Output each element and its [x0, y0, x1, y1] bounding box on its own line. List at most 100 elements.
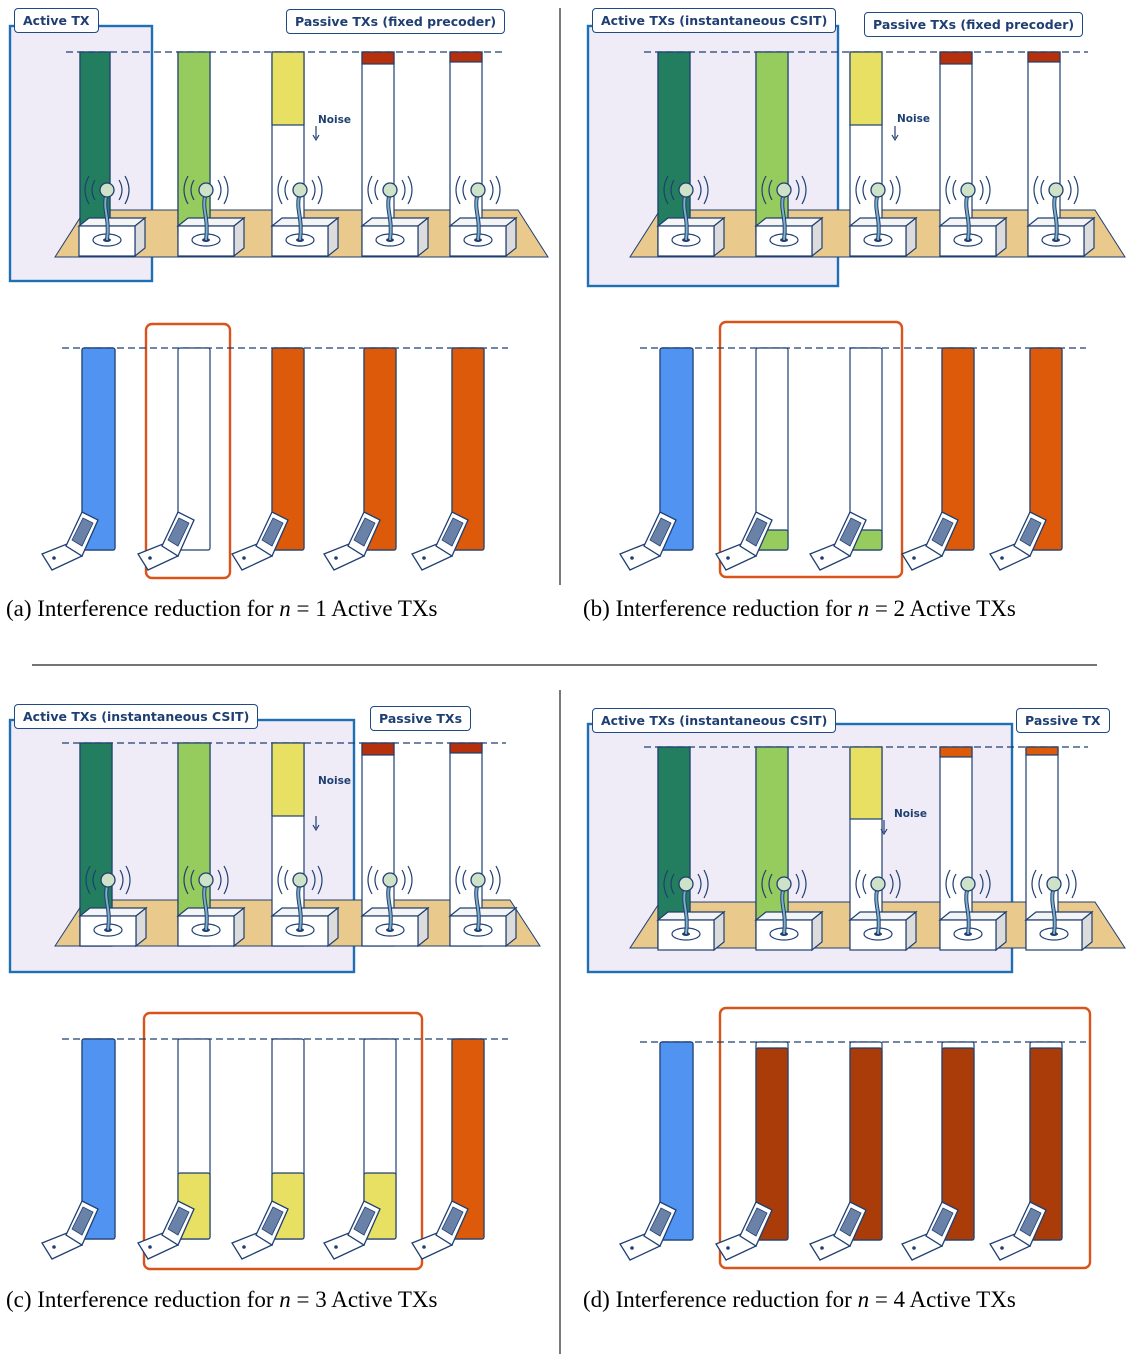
tx-antenna-ball	[776, 876, 792, 892]
tx-column-3	[848, 51, 918, 258]
radio-wave-left-1	[952, 873, 957, 895]
phone-keypad	[441, 517, 464, 547]
radio-wave-left-1	[91, 179, 96, 201]
tx-mast-inner	[387, 195, 392, 241]
tx-antenna-ball	[776, 182, 792, 198]
radio-wave-left-1	[670, 873, 675, 895]
phone-keypad	[745, 517, 768, 547]
passive-tx-label-c: Passive TXs	[370, 706, 472, 731]
tx-power-fill	[361, 742, 395, 756]
radio-wave-left-2	[455, 175, 461, 205]
tx-mast-inner	[781, 195, 786, 241]
tx-box-top	[938, 911, 1008, 921]
tx-antenna-ball	[100, 872, 116, 888]
phone-icon	[231, 1200, 289, 1260]
noise-arrowhead	[312, 824, 320, 832]
tx-box-top	[448, 907, 518, 917]
caption-a-var: n	[279, 596, 291, 621]
radio-wave-left-2	[945, 869, 951, 899]
radio-wave-left-2	[183, 865, 189, 895]
phone-icon	[619, 511, 677, 571]
tx-antenna-ball	[292, 872, 308, 888]
tx-box-top	[270, 907, 340, 917]
phone-icon	[619, 1201, 677, 1261]
phone-button	[1000, 556, 1004, 560]
tx-column-3	[270, 51, 340, 258]
radio-wave-right-2	[223, 865, 229, 895]
tx-antenna-ball	[1048, 182, 1064, 198]
radio-wave-right-2	[407, 175, 413, 205]
radio-wave-right-2	[985, 869, 991, 899]
user-column-5	[989, 1041, 1063, 1261]
tx-mast-inner	[683, 889, 688, 935]
radio-wave-left-1	[462, 179, 467, 201]
phone-keypad	[167, 1206, 190, 1236]
user-column-2	[137, 347, 211, 571]
tx-antenna-ball	[1046, 876, 1062, 892]
phone-keypad	[71, 1206, 94, 1236]
radio-wave-right-2	[223, 175, 229, 205]
caption-b-prefix: (b) Interference reduction for	[583, 596, 858, 621]
tx-box-top	[77, 217, 147, 227]
phone-keypad	[167, 517, 190, 547]
phone-keypad	[261, 517, 284, 547]
radio-wave-right-1	[118, 179, 123, 201]
phone-icon	[323, 511, 381, 571]
user-column-1	[619, 347, 694, 571]
tx-column-4	[938, 51, 1008, 258]
user-column-4	[323, 1038, 397, 1260]
radio-wave-right-2	[495, 865, 501, 895]
phone-icon	[137, 1200, 195, 1260]
phone-keypad	[745, 1207, 768, 1237]
radio-wave-right-2	[495, 175, 501, 205]
tx-power-fill	[449, 51, 483, 63]
phone-keypad	[839, 1207, 862, 1237]
phone-button	[912, 556, 916, 560]
phone-button	[52, 1245, 56, 1249]
tx-power-fill	[939, 51, 973, 65]
radio-wave-right-1	[979, 179, 984, 201]
user-column-5	[411, 1038, 485, 1260]
phone-icon	[231, 511, 289, 571]
radio-wave-right-1	[979, 873, 984, 895]
active-tx-label-a: Active TX	[14, 8, 99, 33]
radio-wave-left-1	[768, 873, 773, 895]
panel-a	[8, 24, 549, 580]
radio-wave-right-1	[889, 179, 894, 201]
user-signal-fill	[451, 347, 485, 551]
tx-box-top	[848, 911, 918, 921]
radio-wave-left-1	[952, 179, 957, 201]
user-column-5	[411, 347, 485, 571]
tx-column-5	[448, 51, 518, 258]
tx-mast-inner	[104, 195, 109, 241]
radio-wave-right-1	[697, 873, 702, 895]
active-tx-label-d: Active TXs (instantaneous CSIT)	[592, 708, 837, 733]
user-column-5	[989, 347, 1063, 571]
caption-c: (c) Interference reduction for n = 3 Act…	[6, 1287, 438, 1313]
radio-wave-right-1	[1065, 873, 1070, 895]
phone-button	[242, 556, 246, 560]
radio-wave-left-2	[855, 175, 861, 205]
phone-icon	[809, 1201, 867, 1261]
radio-wave-left-2	[761, 175, 767, 205]
user-column-2	[715, 347, 789, 571]
passive-tx-label-d: Passive TX	[1016, 708, 1110, 733]
phone-button	[422, 1245, 426, 1249]
tx-antenna-ball	[960, 876, 976, 892]
phone-icon	[411, 511, 469, 571]
tx-box-top	[1024, 911, 1094, 921]
radio-wave-right-1	[401, 869, 406, 891]
phone-keypad	[931, 517, 954, 547]
tx-column-4	[360, 51, 430, 258]
phone-keypad	[839, 517, 862, 547]
caption-d-prefix: (d) Interference reduction for	[583, 1287, 858, 1312]
phone-icon	[901, 1201, 959, 1261]
tx-column-5	[448, 742, 518, 948]
caption-c-var: n	[279, 1287, 291, 1312]
phone-icon	[323, 1200, 381, 1260]
radio-wave-left-2	[84, 175, 90, 205]
phone-button	[820, 1246, 824, 1250]
tx-column-1	[656, 51, 726, 258]
caption-c-prefix: (c) Interference reduction for	[6, 1287, 280, 1312]
tx-box-top	[754, 217, 824, 227]
